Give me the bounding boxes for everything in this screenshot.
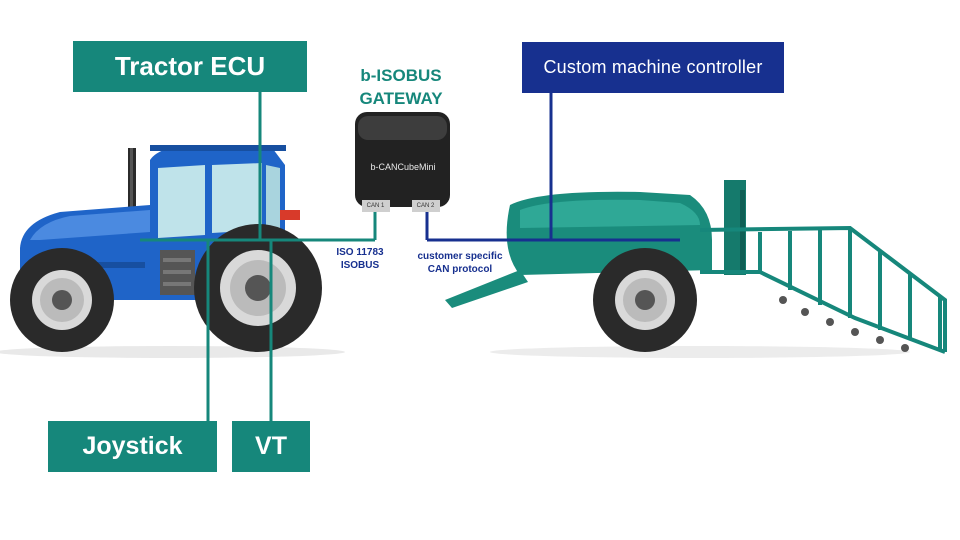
vt-box: VT — [232, 421, 310, 472]
custom-can-label-line1: customer specific — [417, 251, 503, 262]
isobus-label-line1: ISO 11783 — [336, 247, 384, 258]
gateway-device-icon — [355, 112, 450, 212]
custom-can-lines — [425, 93, 680, 242]
tractor-ecu-box: Tractor ECU — [73, 41, 307, 92]
gateway-device-name: b-CANCubeMini — [370, 162, 436, 172]
gateway-title: b-ISOBUS GATEWAY — [336, 64, 466, 110]
gateway-title-line1: b-ISOBUS — [360, 66, 442, 85]
isobus-label-line2: ISOBUS — [340, 260, 380, 271]
custom-can-link-label: customer specific CAN protocol — [405, 250, 515, 276]
custom-machine-controller-box: Custom machine controller — [522, 42, 784, 93]
sprayer-icon — [445, 180, 947, 354]
isobus-lines — [140, 92, 377, 421]
custom-can-label-line2: CAN protocol — [427, 264, 493, 275]
can2-port-label: CAN 2 — [416, 203, 435, 209]
can1-port-label: CAN 1 — [366, 203, 385, 209]
gateway-title-line2: GATEWAY — [359, 89, 443, 108]
tractor-icon — [10, 145, 322, 352]
isobus-link-label: ISO 11783 ISOBUS — [320, 246, 400, 272]
joystick-box: Joystick — [48, 421, 217, 472]
